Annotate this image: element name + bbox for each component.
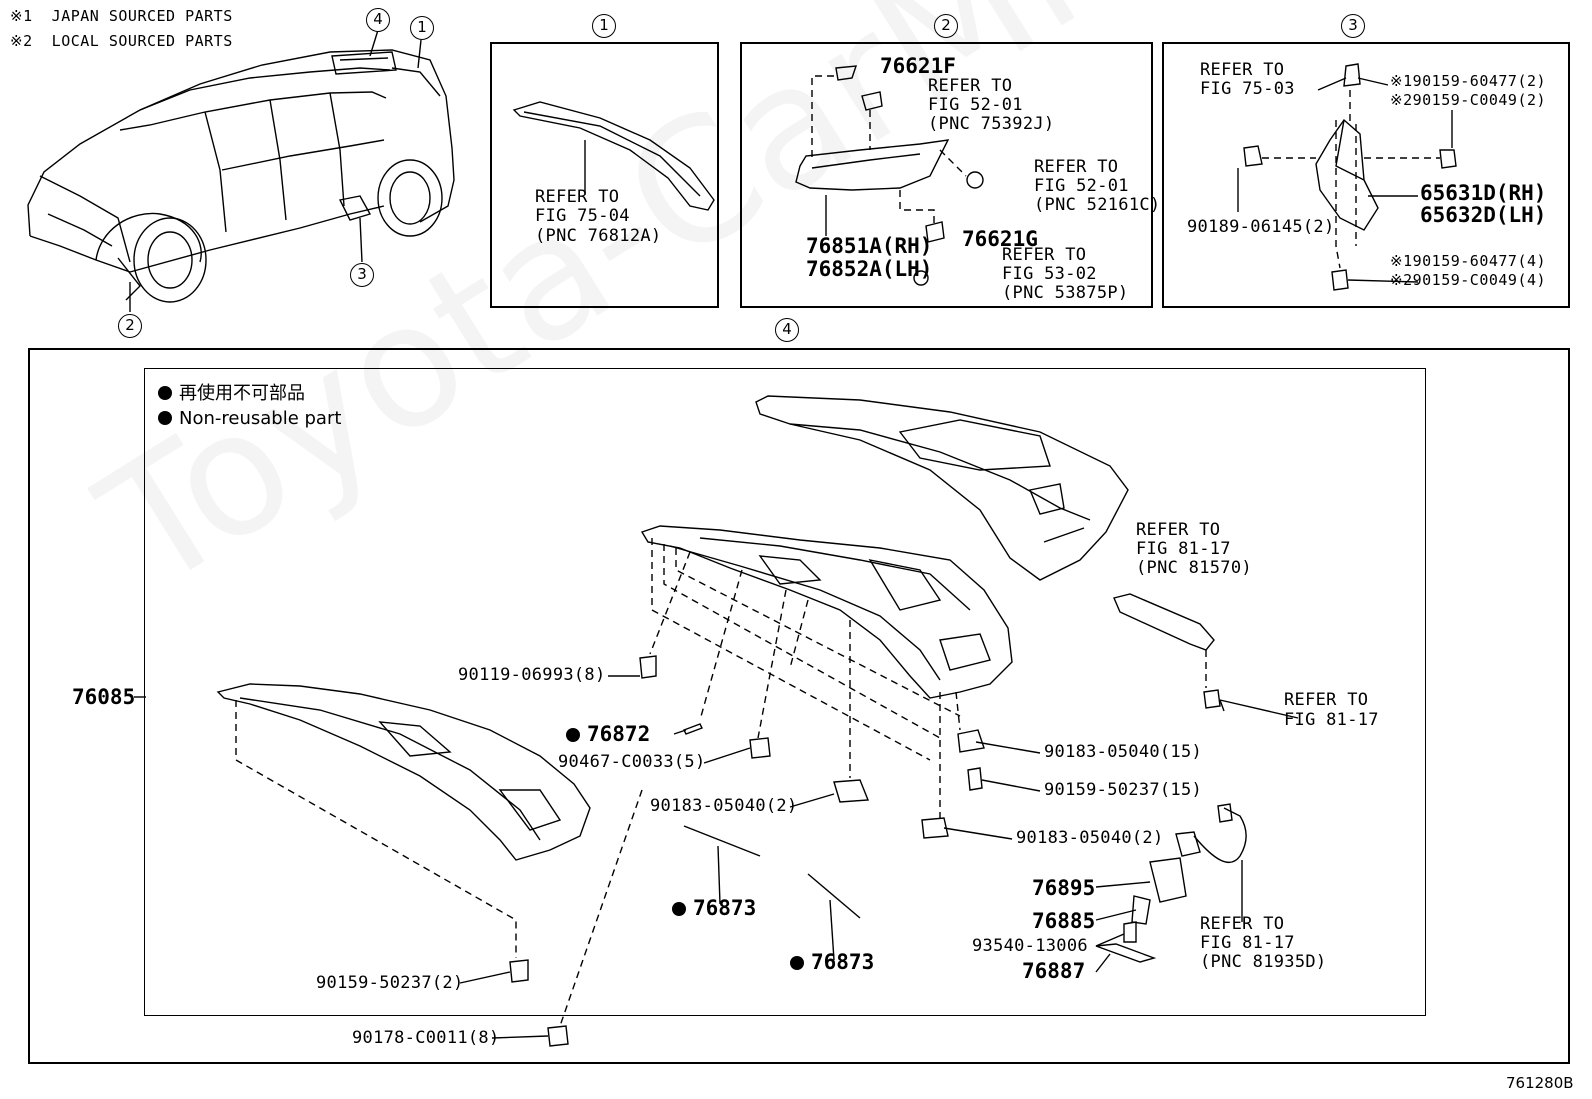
- panel4-lower-frame: [216, 683, 591, 861]
- part-90183-05040-a: 90183-05040(2): [650, 796, 798, 816]
- panel-1: [490, 42, 719, 308]
- panel1-refer-line1: REFER TO: [535, 187, 620, 207]
- callout-circle-4: 4: [366, 8, 390, 32]
- part-76085: 76085: [72, 685, 136, 709]
- panel2-refer-a-2: FIG 52-01: [928, 95, 1023, 115]
- panel4-header-circle: 4: [775, 318, 799, 342]
- panel4-refer-c-1: REFER TO: [1200, 914, 1285, 934]
- non-reusable-dot-icon: [790, 956, 804, 970]
- leader-lines: [134, 77, 1419, 1039]
- panel4-refer-b-2: FIG 81-17: [1284, 710, 1379, 730]
- part-76621F: 76621F: [880, 54, 956, 78]
- callout-circle-1: 1: [410, 16, 434, 40]
- panel3-header-circle: 3: [1341, 14, 1365, 38]
- part-90189-06145: 90189-06145(2): [1187, 217, 1335, 237]
- panel4-inner-panel: [640, 525, 1013, 699]
- panel2-refer-c-3: (PNC 53875P): [1002, 283, 1129, 303]
- part-90467-C0033: 90467-C0033(5): [558, 752, 706, 772]
- panel2-leader-dashes: [811, 75, 967, 224]
- callout-circle-2: 2: [118, 314, 142, 338]
- panel2-refer-c-2: FIG 53-02: [1002, 264, 1097, 284]
- panel3-note-top-2: ※290159-C0049(2): [1390, 91, 1547, 109]
- panel4-leader-dashes: [235, 538, 1207, 1027]
- part-90183-05040-c: 90183-05040(2): [1016, 828, 1164, 848]
- part-76621G: 76621G: [962, 227, 1038, 251]
- part-76887: 76887: [1022, 959, 1086, 983]
- panel-3: [1162, 42, 1570, 308]
- part-93540-13006: 93540-13006: [972, 936, 1088, 956]
- panel1-part-drawing: [512, 101, 715, 211]
- panel2-refer-c-1: REFER TO: [1002, 245, 1087, 265]
- non-reusable-dot-icon: [158, 411, 172, 425]
- non-reusable-dot-icon: [672, 902, 686, 916]
- panel4-refer-a-3: (PNC 81570): [1136, 558, 1252, 578]
- non-reusable-dot-icon: [158, 386, 172, 400]
- part-65632D-LH: 65632D(LH): [1420, 203, 1547, 227]
- panel3-note-top-1: ※190159-60477(2): [1390, 72, 1547, 90]
- panel2-refer-b-1: REFER TO: [1034, 157, 1119, 177]
- non-reusable-dot-icon: [566, 728, 580, 742]
- panel2-refer-b-3: (PNC 52161C): [1034, 195, 1161, 215]
- part-76885: 76885: [1032, 909, 1096, 933]
- panel3-note-bot-2: ※290159-C0049(4): [1390, 271, 1547, 289]
- panel4-refer-a-1: REFER TO: [1136, 520, 1221, 540]
- panel4-refer-b-1: REFER TO: [1284, 690, 1369, 710]
- panel-4-inner-frame: [144, 368, 1426, 1016]
- panel3-refer-2: FIG 75-03: [1200, 79, 1295, 99]
- panel3-refer-1: REFER TO: [1200, 60, 1285, 80]
- panel4-refer-a-2: FIG 81-17: [1136, 539, 1231, 559]
- panel3-leader-dashes: [1262, 90, 1440, 269]
- part-90119-06993: 90119-06993(8): [458, 665, 606, 685]
- part-76851A-RH: 76851A(RH): [806, 234, 933, 258]
- panel2-refer-a-3: (PNC 75392J): [928, 114, 1055, 134]
- panel2-part-drawing: [795, 65, 984, 286]
- panel1-header-circle: 1: [592, 14, 616, 38]
- part-90178-C0011: 90178-C0011(8): [352, 1028, 500, 1048]
- part-90159-50237-a: 90159-50237(15): [1044, 780, 1203, 800]
- part-90183-05040-b: 90183-05040(15): [1044, 742, 1203, 762]
- part-76873-a: 76873: [672, 898, 756, 919]
- panel1-refer-line2: FIG 75-04: [535, 206, 630, 226]
- legend-local-sourced: ※2 LOCAL SOURCED PARTS: [10, 32, 233, 50]
- panel-2: [740, 42, 1153, 308]
- panel2-refer-a-1: REFER TO: [928, 76, 1013, 96]
- panel4-outer-spoiler: [755, 395, 1129, 581]
- vehicle-illustration: [27, 29, 455, 312]
- panel1-refer-line3: (PNC 76812A): [535, 226, 662, 246]
- part-76872: 76872: [566, 724, 650, 745]
- part-76873-b: 76873: [790, 952, 874, 973]
- panel-4: [28, 348, 1570, 1064]
- panel4-refer-c-2: FIG 81-17: [1200, 933, 1295, 953]
- part-76895: 76895: [1032, 876, 1096, 900]
- part-65631D-RH: 65631D(RH): [1420, 181, 1547, 205]
- panel2-header-circle: 2: [934, 14, 958, 38]
- part-90159-50237-b: 90159-50237(2): [316, 973, 464, 993]
- legend-non-reusable-en: Non-reusable part: [158, 410, 341, 428]
- legend-japan-sourced: ※1 JAPAN SOURCED PARTS: [10, 7, 233, 25]
- panel3-part-drawing: [1237, 63, 1457, 291]
- panel4-small-parts: [509, 593, 1247, 1047]
- figure-code: 761280B: [1506, 1074, 1574, 1092]
- panel2-refer-b-2: FIG 52-01: [1034, 176, 1129, 196]
- callout-circle-3: 3: [350, 263, 374, 287]
- panel3-note-bot-1: ※190159-60477(4): [1390, 252, 1547, 270]
- part-76852A-LH: 76852A(LH): [806, 257, 933, 281]
- panel4-refer-c-3: (PNC 81935D): [1200, 952, 1327, 972]
- legend-non-reusable-jp: 再使用不可部品: [158, 385, 305, 403]
